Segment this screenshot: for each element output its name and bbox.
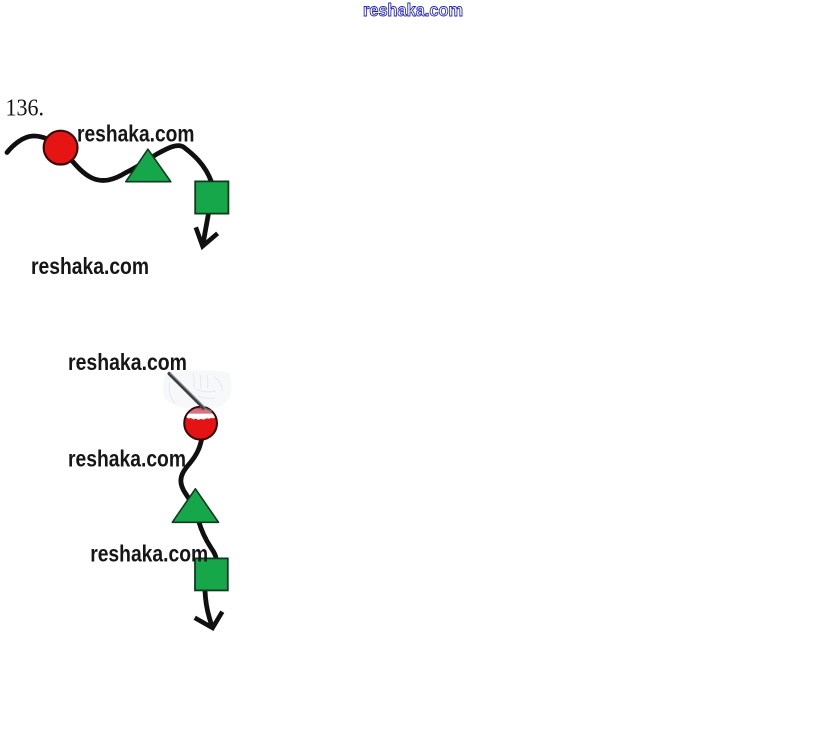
svg-text:reshaka.com: reshaka.com <box>77 121 195 147</box>
svg-text:reshaka.com: reshaka.com <box>68 349 187 375</box>
svg-text:reshaka.com: reshaka.com <box>363 0 463 20</box>
svg-text:136.: 136. <box>6 95 45 122</box>
svg-text:reshaka.com: reshaka.com <box>31 253 149 279</box>
svg-text:reshaka.com: reshaka.com <box>68 446 186 472</box>
svg-text:reshaka.com: reshaka.com <box>90 540 208 566</box>
